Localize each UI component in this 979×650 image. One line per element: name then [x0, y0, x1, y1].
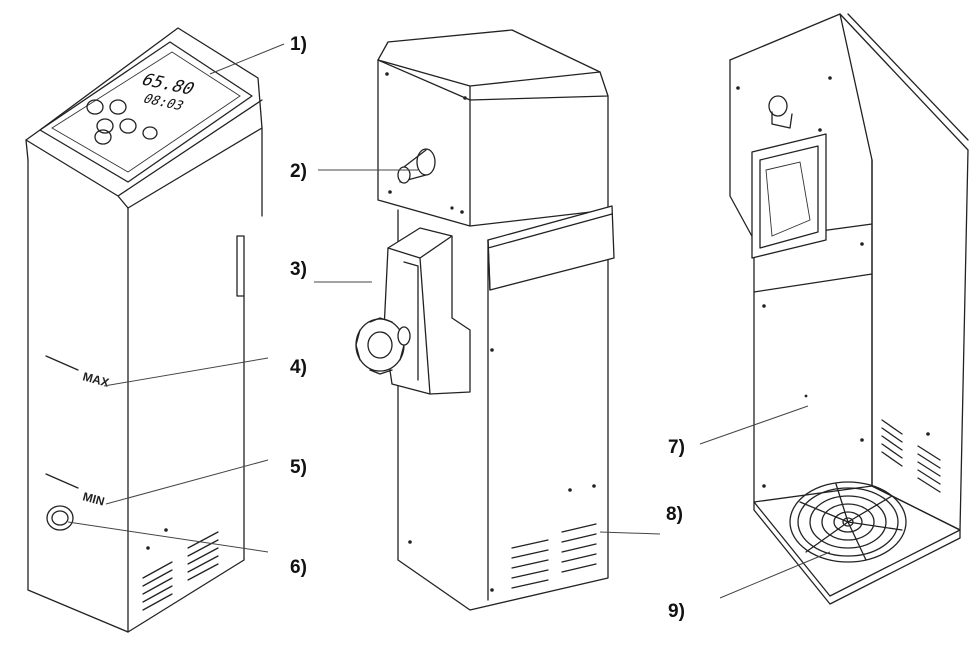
callout-1: 1)	[290, 34, 307, 55]
leader-lines	[67, 43, 831, 599]
callout-5: 5)	[290, 457, 307, 478]
callout-9: 9)	[668, 601, 685, 622]
callout-8: 8)	[666, 504, 683, 525]
inside-view	[729, 13, 969, 605]
fan-grille	[789, 481, 907, 563]
callout-labels: 1) 2) 3) 4) 5) 6) 7) 8) 9)	[290, 34, 685, 622]
callout-7: 7)	[668, 437, 685, 458]
callout-6: 6)	[290, 557, 307, 578]
back-view	[355, 29, 615, 611]
callout-3: 3)	[290, 259, 307, 280]
callout-2: 2)	[290, 161, 307, 182]
min-level-label: MIN	[81, 489, 106, 508]
front-view: 65.80 08:03 MAX MIN	[25, 27, 263, 633]
front-vents	[142, 528, 219, 611]
control-buttons	[86, 99, 158, 145]
max-level-label: MAX	[81, 369, 110, 389]
side-vents	[881, 419, 941, 493]
back-vents	[511, 523, 597, 589]
callout-4: 4)	[290, 357, 307, 378]
